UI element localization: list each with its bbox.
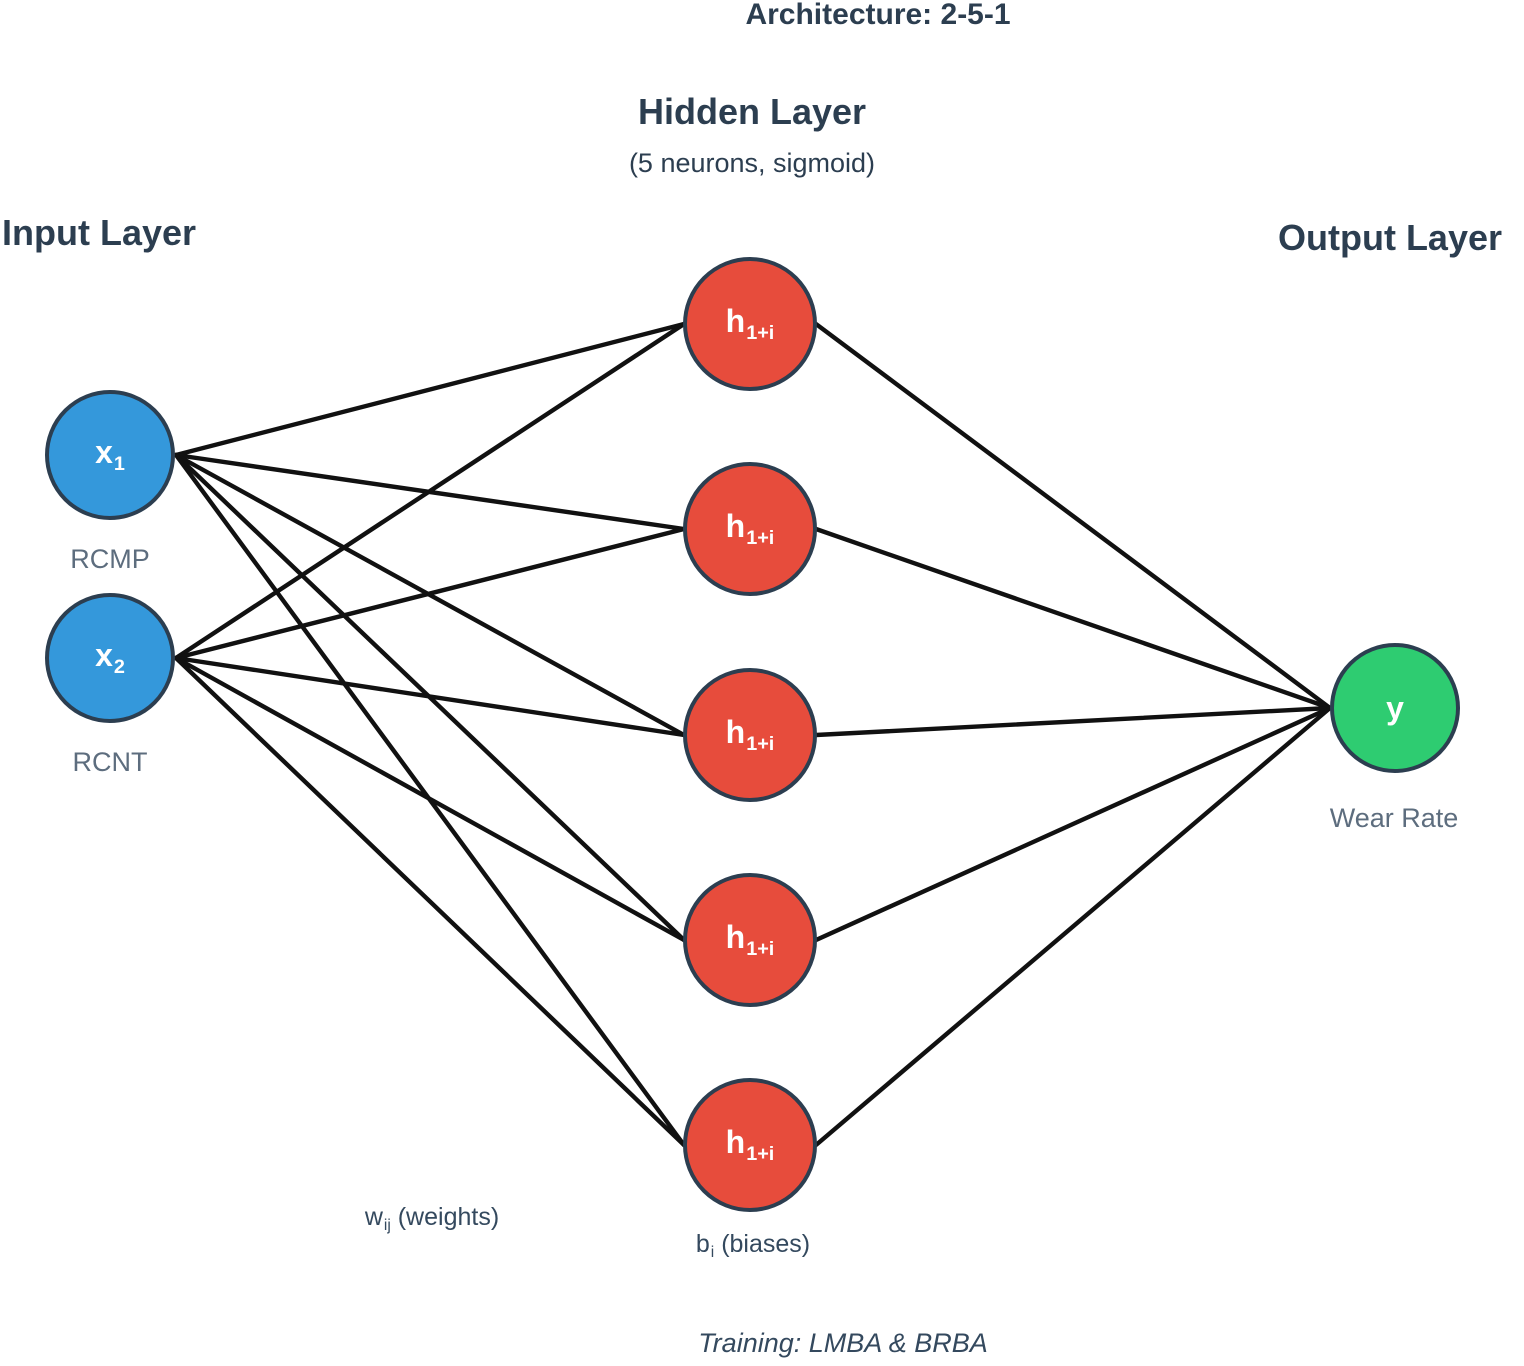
output-node-y: y — [1330, 643, 1460, 773]
hidden-node-3-label: h1+i — [725, 713, 775, 755]
hidden-layer-subtitle: (5 neurons, sigmoid) — [628, 148, 876, 178]
input-node-x1: x1 — [45, 390, 175, 520]
hidden-node-3: h1+i — [683, 668, 817, 802]
edge-x2-h3 — [173, 655, 687, 738]
input-caption-rcmp: RCMP — [70, 544, 150, 574]
edge-h1-y — [813, 321, 1333, 711]
edge-h5-y — [813, 705, 1333, 1148]
training-note: Training: LMBA & BRBA — [698, 1328, 988, 1358]
biases-annotation: bi (biases) — [695, 1230, 811, 1262]
input-layer-title: Input Layer — [2, 212, 197, 253]
architecture-title: Architecture: 2-5-1 — [745, 0, 1011, 31]
output-caption-wear-rate: Wear Rate — [1329, 803, 1459, 833]
input-caption-rcnt: RCNT — [72, 747, 148, 777]
hidden-node-2-label: h1+i — [725, 507, 775, 549]
output-node-y-label: y — [1386, 690, 1404, 726]
edge-h2-y — [813, 526, 1333, 711]
hidden-layer-title: Hidden Layer — [637, 91, 867, 132]
input-node-x1-label: x1 — [95, 433, 125, 475]
hidden-node-5-label: h1+i — [725, 1123, 775, 1165]
edge-x2-h5 — [173, 655, 687, 1148]
edge-h3-y — [813, 705, 1333, 738]
edge-x1-h1 — [173, 321, 687, 458]
output-layer-title: Output Layer — [1277, 217, 1503, 258]
edge-h4-y — [813, 705, 1333, 943]
weights-annotation: wij (weights) — [364, 1203, 500, 1235]
hidden-node-4-label: h1+i — [725, 918, 775, 960]
edge-x2-h2 — [173, 526, 687, 661]
hidden-node-1: h1+i — [683, 257, 817, 391]
hidden-node-2: h1+i — [683, 462, 817, 596]
input-node-x2-label: x2 — [95, 636, 125, 678]
input-node-x2: x2 — [45, 593, 175, 723]
edge-x2-h4 — [173, 655, 687, 943]
hidden-node-1-label: h1+i — [725, 302, 775, 344]
edge-x2-h1 — [173, 321, 687, 661]
hidden-node-5: h1+i — [683, 1078, 817, 1212]
hidden-node-4: h1+i — [683, 873, 817, 1007]
